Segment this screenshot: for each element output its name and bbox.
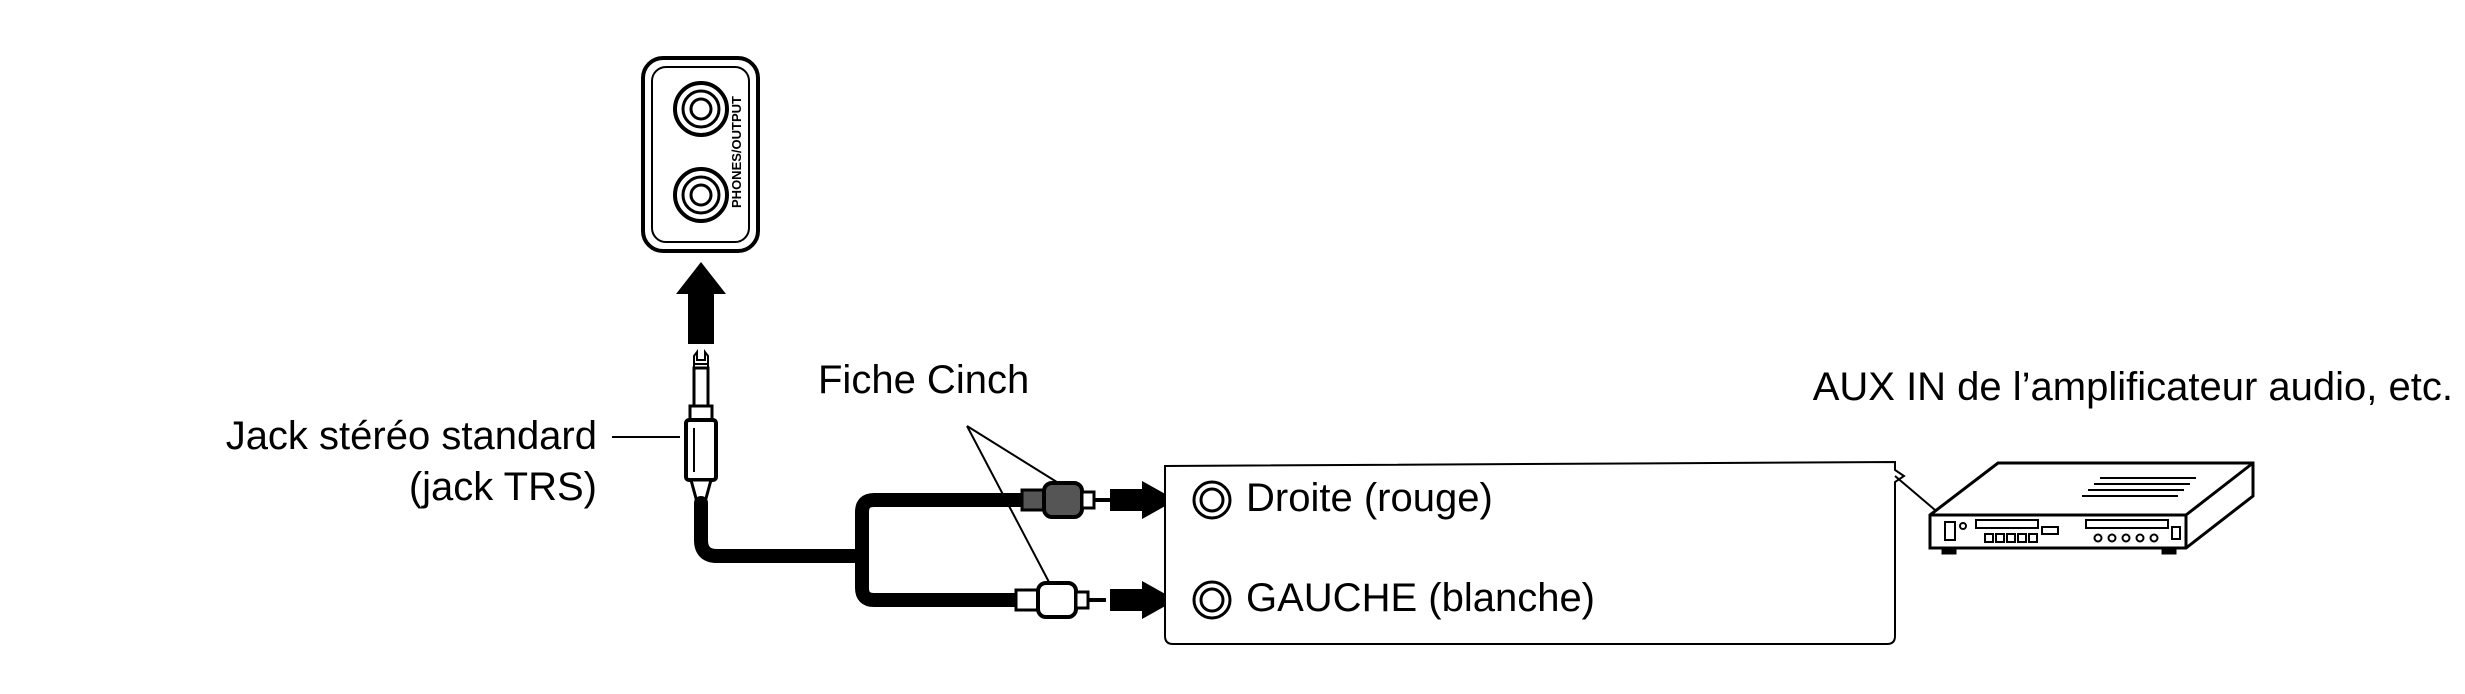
rca-pointer-lines [966,425,1061,585]
aux-in-jack-left[interactable] [1192,580,1232,620]
phones-output-panel: PHONES/OUTPUT [641,56,760,253]
trs-plug [684,349,718,504]
insert-arrow-up [676,262,726,344]
aux-in-callout-box [1164,460,1949,645]
y-cable-core [697,496,1029,604]
output-jack-top[interactable] [673,81,729,137]
insert-arrow-right-white [1110,581,1176,619]
insert-arrow-right-red [1110,481,1176,519]
output-jack-bottom[interactable] [673,167,729,223]
trs-jack-label-line2: (jack TRS) [409,465,597,509]
phones-output-label: PHONES/OUTPUT [729,96,744,208]
aux-in-jack-right[interactable] [1192,480,1232,520]
trs-jack-label-line1: Jack stéréo standard [226,414,597,458]
audio-amplifier-illustration [1928,461,2255,555]
left-channel-label: GAUCHE (blanche) [1246,576,1595,620]
rca-plug-red [1020,481,1110,519]
amplifier-aux-in-label: AUX IN de l’amplificateur audio, etc. [1813,365,2453,409]
rca-plug-label: Fiche Cinch [818,358,1029,402]
right-channel-label: Droite (rouge) [1246,476,1493,520]
rca-plug-white [1014,581,1106,619]
